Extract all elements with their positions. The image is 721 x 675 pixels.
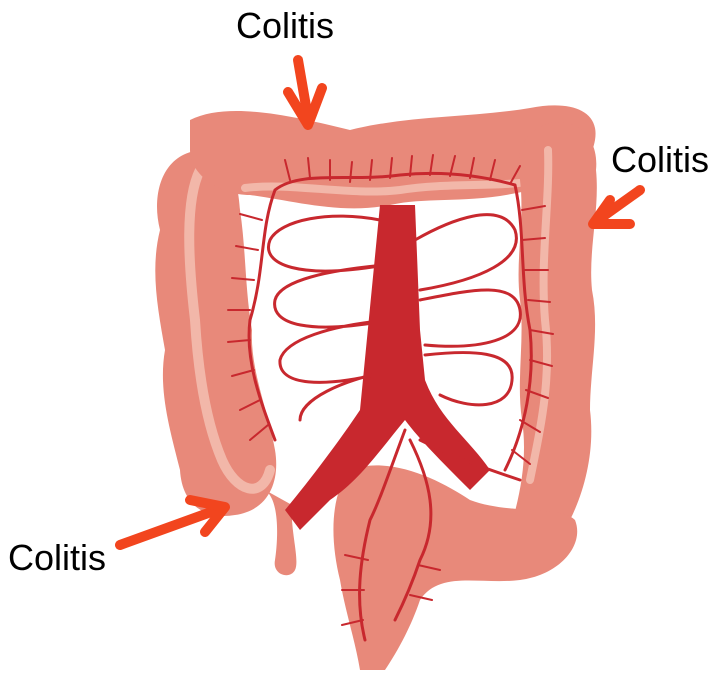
arrow-top [288, 60, 322, 125]
ascending-colon [155, 150, 276, 516]
arrow-right [593, 190, 640, 224]
label-colitis-left: Colitis [8, 540, 106, 576]
label-colitis-right: Colitis [611, 142, 709, 178]
arrow-left [120, 500, 225, 545]
label-colitis-top: Colitis [236, 8, 334, 44]
right-vessel-loops [415, 215, 520, 405]
